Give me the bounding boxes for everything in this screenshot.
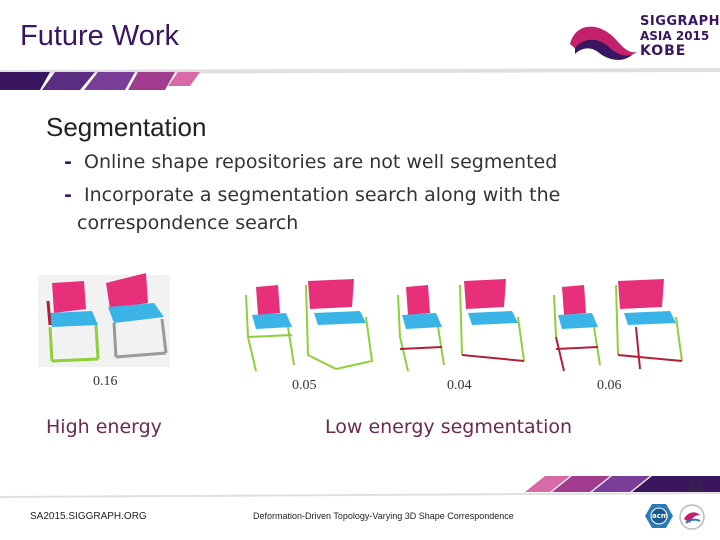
siggraph-asia-logo xyxy=(570,26,637,60)
chair-pair-low-energy-3 xyxy=(553,279,683,372)
chair-pair-low-energy-1 xyxy=(245,279,374,372)
energy-value: 0.06 xyxy=(597,378,622,393)
logo-swoosh xyxy=(570,26,637,57)
energy-value: 0.04 xyxy=(447,378,472,393)
energy-value: 0.16 xyxy=(93,374,118,389)
logo-text-siggraph: SIGGRAPH xyxy=(640,14,720,29)
slide-number: 33 xyxy=(688,478,704,494)
bullet-continuation: correspondence search xyxy=(77,212,299,234)
footer-paper-title: Deformation-Driven Topology-Varying 3D S… xyxy=(253,511,514,521)
bullet-dash: - xyxy=(64,151,72,173)
slide-title: Future Work xyxy=(20,20,180,52)
siggraph-badge-icon xyxy=(679,504,705,530)
footer-website: SA2015.SIGGRAPH.ORG xyxy=(30,511,147,522)
energy-value: 0.05 xyxy=(292,378,317,393)
chair-pair-low-energy-2 xyxy=(397,279,525,372)
bullet-text: Online shape repositories are not well s… xyxy=(84,151,558,173)
logo-text-kobe: KOBE xyxy=(640,43,687,59)
bullet-text: Incorporate a segmentation search along … xyxy=(84,184,561,206)
section-heading: Segmentation xyxy=(46,112,207,142)
caption-high-energy: High energy xyxy=(46,416,162,438)
bullet-item: -Incorporate a segmentation search along… xyxy=(64,184,560,206)
acm-logo-icon xyxy=(645,504,673,528)
caption-low-energy: Low energy segmentation xyxy=(325,416,573,438)
chair-pair-high-energy xyxy=(46,273,168,363)
bullet-dash: - xyxy=(64,184,72,206)
acm-logo-text: acm xyxy=(652,512,669,520)
header-decoration-band xyxy=(0,68,720,90)
bullet-item: -Online shape repositories are not well … xyxy=(64,151,557,173)
chair-segmentation-figure xyxy=(38,273,683,372)
logo-text-asia: ASIA 2015 xyxy=(640,29,710,43)
footer-decoration-band xyxy=(0,476,720,498)
